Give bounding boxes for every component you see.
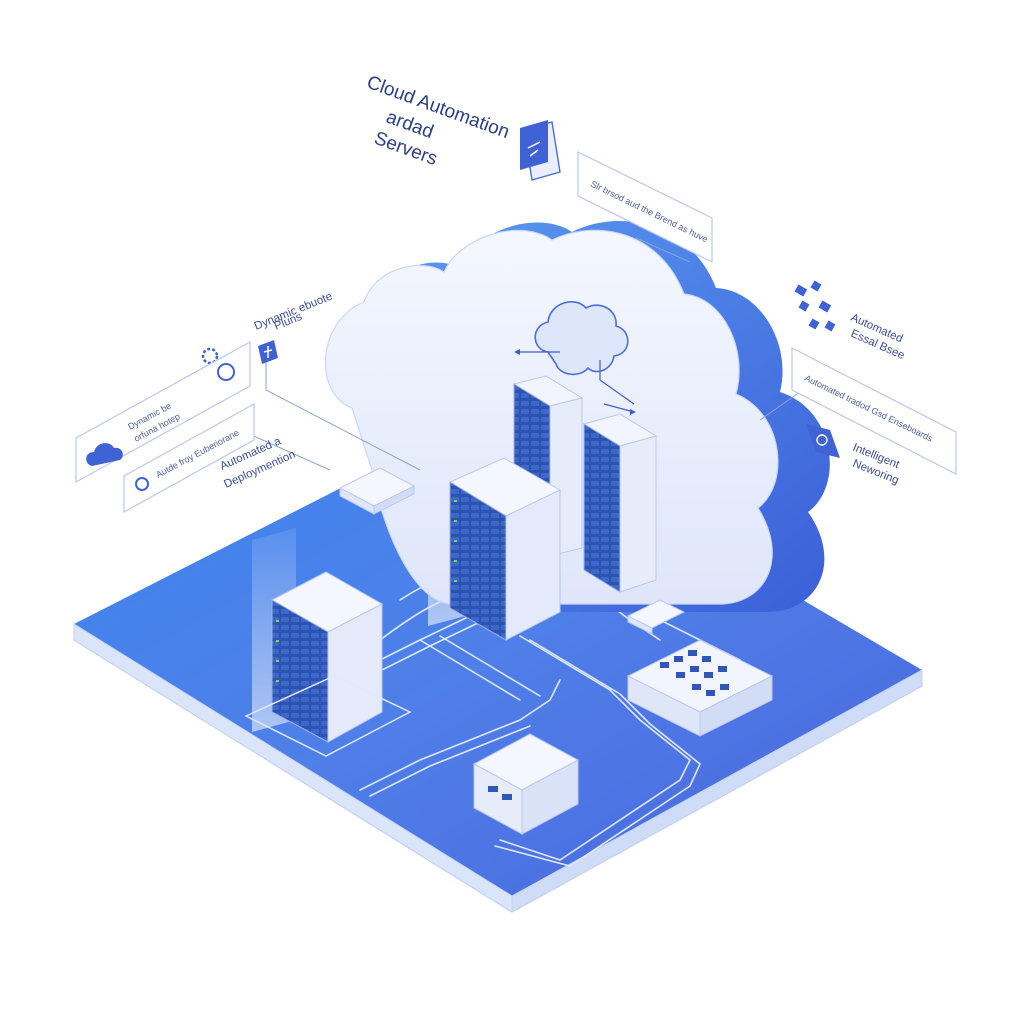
- network-switch: [626, 639, 774, 737]
- server-rack-back-right: [582, 413, 658, 593]
- cloud-sync-icon: [514, 301, 636, 415]
- edge-device: [472, 733, 580, 835]
- storage-unit: [338, 467, 416, 515]
- server-rack-left: [244, 571, 412, 757]
- left-top-icons: [201, 340, 278, 365]
- label-dynamic-line-1: Dynamic ebuote: [253, 291, 335, 333]
- card-left-upper: Dynamic be orfuna hotep: [75, 340, 251, 484]
- network-monitor-icon: [806, 424, 840, 458]
- diagram-title: Cloud Automation ardad Servers: [364, 72, 512, 170]
- leader-lines: [239, 237, 801, 471]
- top-card-icon: [520, 120, 561, 181]
- server-rack-center: [448, 457, 562, 641]
- small-module: [626, 599, 686, 635]
- automated-right-icon: [794, 280, 836, 332]
